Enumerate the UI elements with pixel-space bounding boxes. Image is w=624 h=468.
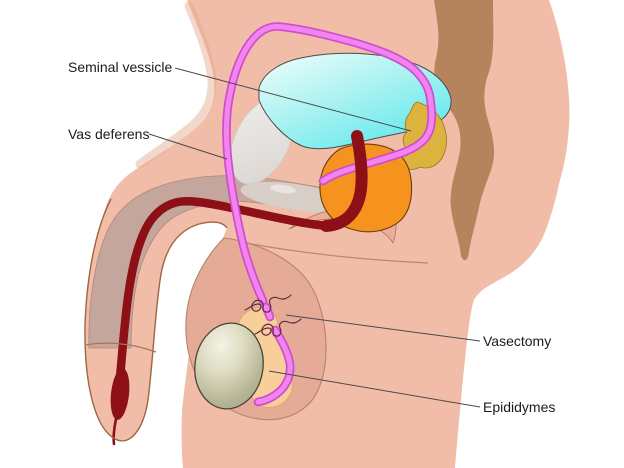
vasectomy-knots xyxy=(244,294,302,337)
prostatic-urethra-path xyxy=(320,130,368,232)
rectum-shape xyxy=(434,0,495,261)
glans-boundary-line xyxy=(84,342,157,353)
label-seminal-vesicle: Seminal vessicle xyxy=(68,59,172,75)
urethral-meatus xyxy=(112,417,118,446)
label-epididymes: Epididymes xyxy=(483,399,555,415)
label-vasectomy: Vasectomy xyxy=(483,333,551,349)
vasectomy-knot-upper xyxy=(244,294,292,313)
bladder-shape xyxy=(258,52,452,150)
penis-outline xyxy=(84,198,228,442)
leader-line-vas-deferens xyxy=(148,133,228,160)
perineal-highlight xyxy=(270,184,296,194)
leader-line-epididymes xyxy=(268,370,481,408)
vas-deferens-path xyxy=(222,22,437,407)
label-vas-deferens: Vas deferens xyxy=(68,126,149,142)
leader-line-seminal-vesicle xyxy=(174,67,412,132)
abdomen-shading xyxy=(135,1,217,169)
leader-lines xyxy=(148,67,481,408)
testicle-shape xyxy=(194,322,264,410)
leader-line-vasectomy xyxy=(285,314,481,342)
fossa-navicularis xyxy=(110,368,130,420)
vasectomy-knot-lower xyxy=(254,318,302,337)
